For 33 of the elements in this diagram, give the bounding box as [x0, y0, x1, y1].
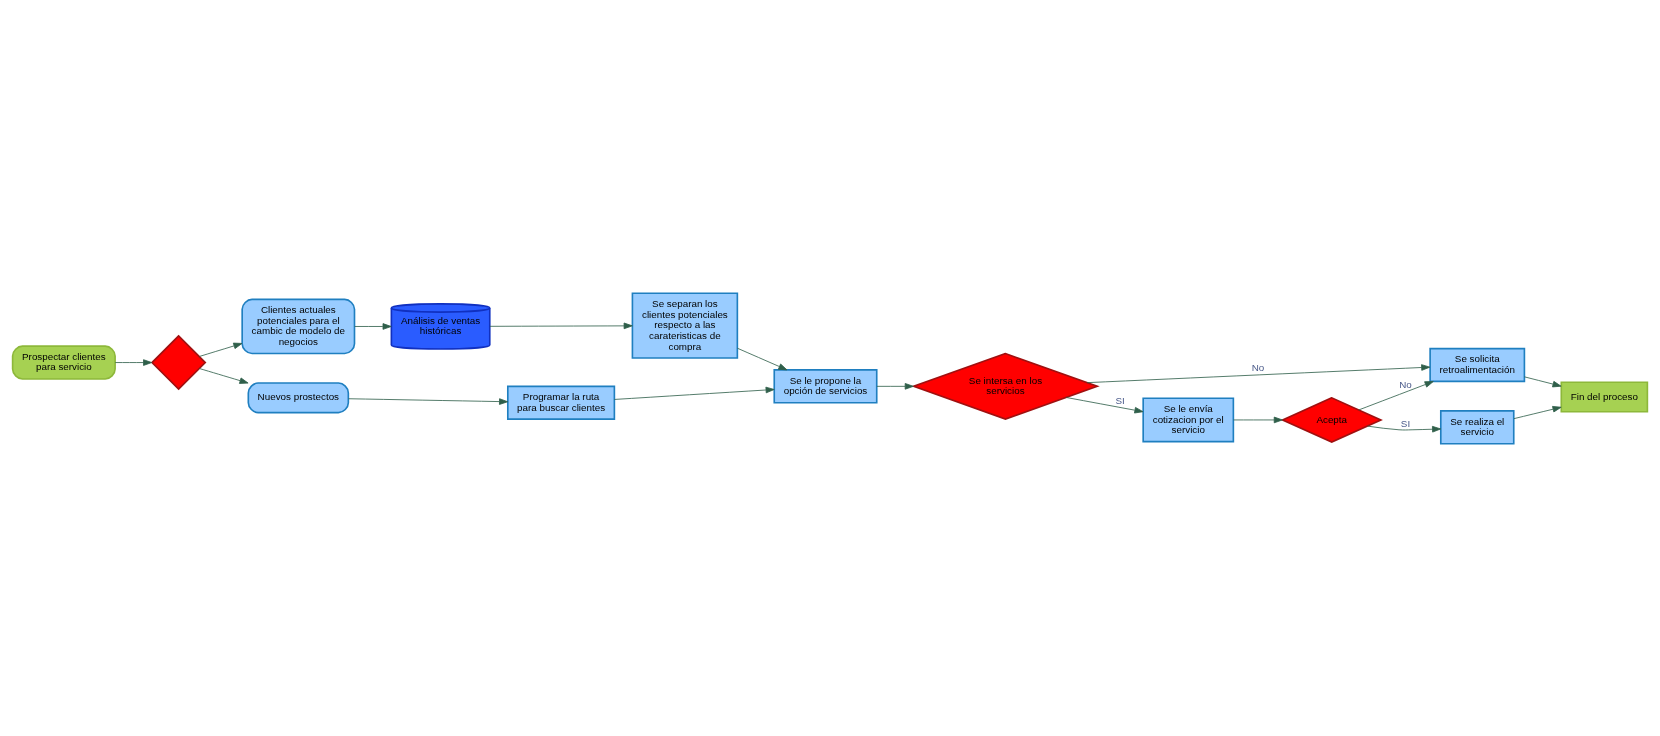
arrow	[114, 358, 153, 366]
node-box: Se le propone la opción de servicios	[773, 368, 878, 404]
arrow	[354, 322, 392, 330]
node-box: Se separan los clientes potenciales respecto a las carateristicas de compra	[631, 291, 739, 359]
arrow	[199, 342, 243, 357]
node-box: Se le envía cotizacion por el servicio	[1142, 396, 1235, 442]
node-box: Se realiza el servicio	[1439, 409, 1515, 445]
arrow	[1358, 380, 1434, 410]
arrow	[1367, 425, 1442, 432]
node-box: Prospectar clientes para servicio	[11, 344, 116, 380]
node-box: Se solicita retroalimentación	[1429, 347, 1526, 382]
node-box: Fin del proceso	[1560, 380, 1649, 413]
arrow	[1513, 405, 1562, 419]
node-diamond: Se intersa en los servicios	[911, 352, 1100, 420]
node-box: Clientes actuales potenciales para el cambic de modelo de negocios	[241, 298, 356, 354]
node-diamond: Acepta	[1280, 396, 1383, 443]
edge-label: SI	[1400, 417, 1411, 429]
edge-label: No	[1251, 361, 1265, 373]
arrow	[614, 386, 775, 400]
arrow	[1065, 396, 1144, 413]
arrow	[489, 322, 633, 329]
edge-label: SI	[1115, 394, 1125, 406]
arrow	[348, 397, 509, 405]
node-diamond	[150, 334, 207, 390]
arrow	[737, 347, 788, 370]
node-box: Nuevos prostectos	[247, 381, 350, 413]
edge-label: No	[1399, 378, 1412, 390]
arrow	[1524, 375, 1562, 387]
arrow	[1233, 416, 1283, 423]
node-box: Programar la ruta para buscar clientes	[507, 385, 616, 420]
arrow	[199, 367, 249, 384]
arrow	[876, 382, 914, 390]
arrow	[1086, 363, 1431, 383]
